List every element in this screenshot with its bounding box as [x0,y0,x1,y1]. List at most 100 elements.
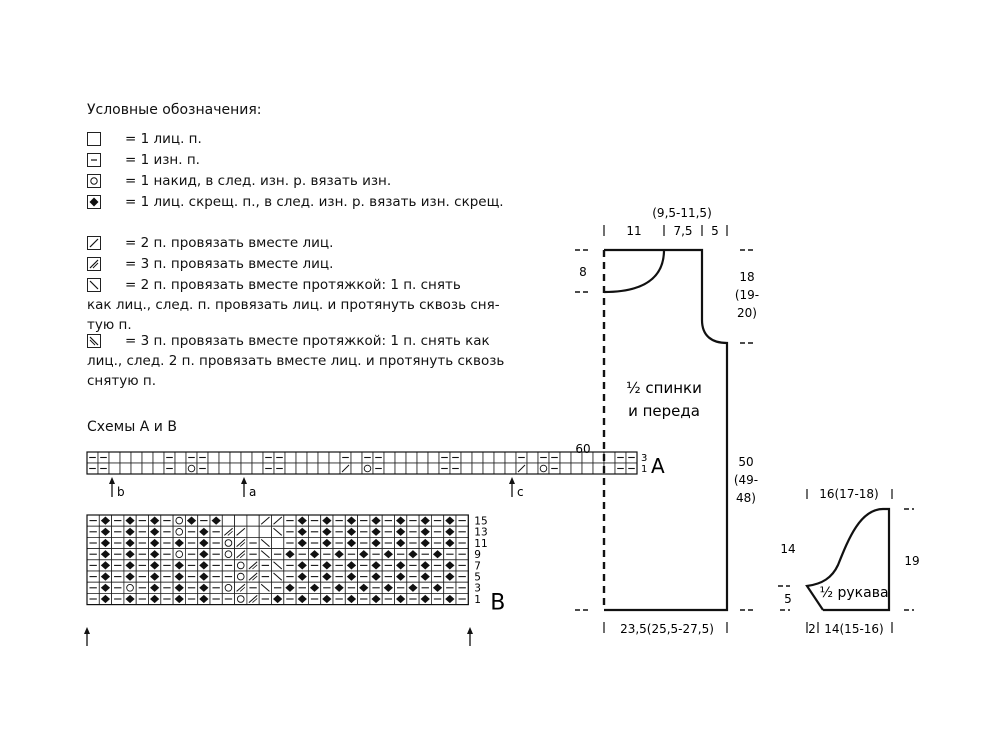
chart-cell [246,581,260,594]
chart-cell [394,514,408,527]
chart-cell [320,537,334,550]
chart-cell [394,593,408,606]
chart-cell [357,548,371,561]
chart-cell [418,593,432,606]
chart-cell [111,570,125,583]
chart-cell [234,514,248,527]
chart-cell [418,570,432,583]
chart-b-row-number: 9 [474,549,481,561]
chart-cell [625,462,638,475]
legend-item-continuation: снятую п. [87,373,156,389]
chart-cell [350,451,363,464]
chart-cell [455,525,469,538]
chart-cell [405,451,418,464]
chart-cell [320,570,334,583]
chart-cell [471,462,484,475]
chart-cell [306,462,319,475]
chart-cell [283,570,297,583]
chart-cell [320,581,334,594]
chart-cell [160,559,174,572]
chart-cell [307,570,322,583]
chart-cell [197,593,211,606]
chart-cell [218,451,231,464]
chart-cell [130,451,143,464]
chart-cell [357,593,371,606]
top-left-label: 11 [626,224,641,238]
chart-cell [504,451,517,464]
chart-cell [184,581,199,594]
chart-cell [209,559,223,572]
chart-cell [320,525,334,538]
chart-cell [148,537,162,550]
chart-cell [443,514,457,527]
chart-b-row-number: 1 [474,594,481,606]
stitch-marker-arrow: b [109,477,125,499]
chart-cell [271,593,285,606]
chart-b-row-number: 5 [474,572,481,584]
chart-b-row-number: 7 [474,560,481,572]
chart-cell [438,451,451,464]
chart-cell [328,462,341,475]
chart-cell [350,462,363,475]
chart-cell [332,525,346,538]
chart-cell [258,537,272,550]
chart-cell [221,548,236,561]
chart-cell [320,593,334,606]
chart-cell [221,514,236,527]
chart-cell [86,514,100,527]
chart-cell [443,581,457,594]
chart-cell [295,581,309,594]
chart-cell [295,462,308,475]
chart-cell [559,462,572,475]
top-total-label: (9,5-11,5) [652,206,712,220]
legend-item-text: = 1 накид, в след. изн. р. вязать изн. [125,173,392,189]
legend-title: Условные обозначения: [87,102,262,118]
chart-cell [246,593,260,606]
chart-cell [430,570,445,583]
chart-cell [229,462,242,475]
body-outline [603,248,729,612]
armhole-label-1: 18 [739,270,754,284]
chart-cell [614,462,627,475]
chart-cell [251,462,264,475]
chart-cell [135,514,149,527]
chart-cell [369,581,383,594]
side-label-2: (49- [734,473,758,487]
chart-cell [548,451,561,464]
chart-cell [418,525,432,538]
ssk-symbol-icon [87,278,101,292]
chart-cell [209,548,223,561]
chart-cell [455,570,469,583]
chart-cell [141,451,154,464]
chart-cell [369,593,383,606]
chart-cell [537,462,550,475]
chart-cell [332,559,346,572]
chart-cell [174,462,187,475]
chart-cell [172,537,186,550]
chart-cell [221,537,236,550]
chart-cell [307,559,322,572]
chart-cell [455,514,469,527]
chart-cell [98,559,113,572]
chart-cell [163,462,176,475]
chart-cell [381,559,395,572]
legend-item-continuation: лиц., след. 2 п. провязать вместе лиц. и… [87,353,505,369]
sleeve-total-height-label: 19 [904,554,919,568]
chart-cell [160,593,174,606]
chart-cell [361,451,374,464]
chart-cell [307,581,322,594]
chart-cell [418,548,432,561]
chart-a-row-number: 3 [641,453,647,464]
chart-cell [283,593,297,606]
chart-cell [295,451,308,464]
chart-cell [418,537,432,550]
sleeve-label: ½ рукава [819,585,888,601]
chart-cell [258,548,272,561]
chart-cell [86,593,100,606]
chart-cell [283,559,297,572]
chart-b-letter: B [490,591,505,616]
chart-cell [135,525,149,538]
top-right-label: 5 [711,224,719,238]
chart-cell [135,537,149,550]
chart-cell [460,462,473,475]
